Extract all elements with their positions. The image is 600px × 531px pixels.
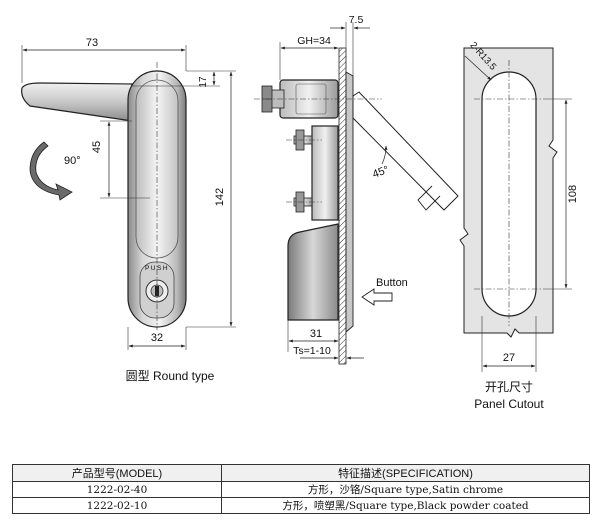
dim-top: 17	[198, 76, 209, 88]
cell-specification: 方形，沙铬/Square type,Satin chrome	[221, 481, 590, 498]
push-label: PUSH	[145, 265, 169, 272]
key-slot	[155, 286, 159, 296]
side-bezel	[345, 71, 354, 333]
side-view: GH=34 7.5 45° Button 31 Ts=1-10	[254, 14, 459, 365]
side-cam-housing	[287, 223, 339, 321]
header-model: 产品型号(MODEL)	[12, 464, 222, 482]
panel-section	[338, 47, 347, 365]
technical-drawing: PUSH 73 17 45 142 32 90° 圆型 Roun	[21, 14, 579, 411]
dim-plate: 7.5	[349, 14, 364, 26]
table-header-row: 产品型号(MODEL) 特征描述(SPECIFICATION)	[12, 464, 590, 482]
dim-lever-height: 45	[91, 141, 103, 153]
front-caption: 圆型 Round type	[126, 369, 215, 383]
button-arrow-icon	[361, 288, 393, 306]
side-rear-block	[311, 125, 339, 221]
cell-model: 1222-02-10	[12, 497, 222, 514]
cutout-caption-cn: 开孔尺寸	[485, 380, 533, 394]
dim-width: 73	[86, 37, 98, 49]
cutout-caption-en: Panel Cutout	[474, 397, 544, 411]
dim-gh: GH=34	[297, 35, 331, 47]
dim-bottom: 32	[151, 332, 163, 344]
side-handle-swung	[352, 91, 459, 211]
table-row: 1222-02-40 方形，沙铬/Square type,Satin chrom…	[12, 481, 590, 498]
spec-table: 产品型号(MODEL) 特征描述(SPECIFICATION) 1222-02-…	[12, 464, 590, 514]
angle-label: 45°	[371, 164, 391, 181]
dim-height: 142	[214, 188, 226, 206]
cell-specification: 方形，喷塑黑/Square type,Black powder coated	[221, 497, 590, 514]
button-label: Button	[376, 277, 408, 289]
rotation-label: 90°	[64, 155, 81, 167]
header-specification: 特征描述(SPECIFICATION)	[221, 464, 590, 482]
cell-model: 1222-02-40	[12, 481, 222, 498]
rotation-arrow-icon	[29, 141, 73, 201]
front-view: PUSH 73 17 45 142 32 90° 圆型 Roun	[21, 37, 236, 383]
dim-thickness: Ts=1-10	[293, 345, 331, 357]
dim-width: 27	[503, 352, 515, 364]
table-row: 1222-02-10 方形，喷塑黑/Square type,Black powd…	[12, 497, 590, 514]
handle-lever	[21, 82, 133, 122]
dim-depth: 31	[310, 328, 322, 340]
panel-cutout-view: 2-R13.5 108 27 开孔尺寸 Panel Cutout	[459, 40, 579, 411]
dim-height: 108	[567, 185, 579, 203]
